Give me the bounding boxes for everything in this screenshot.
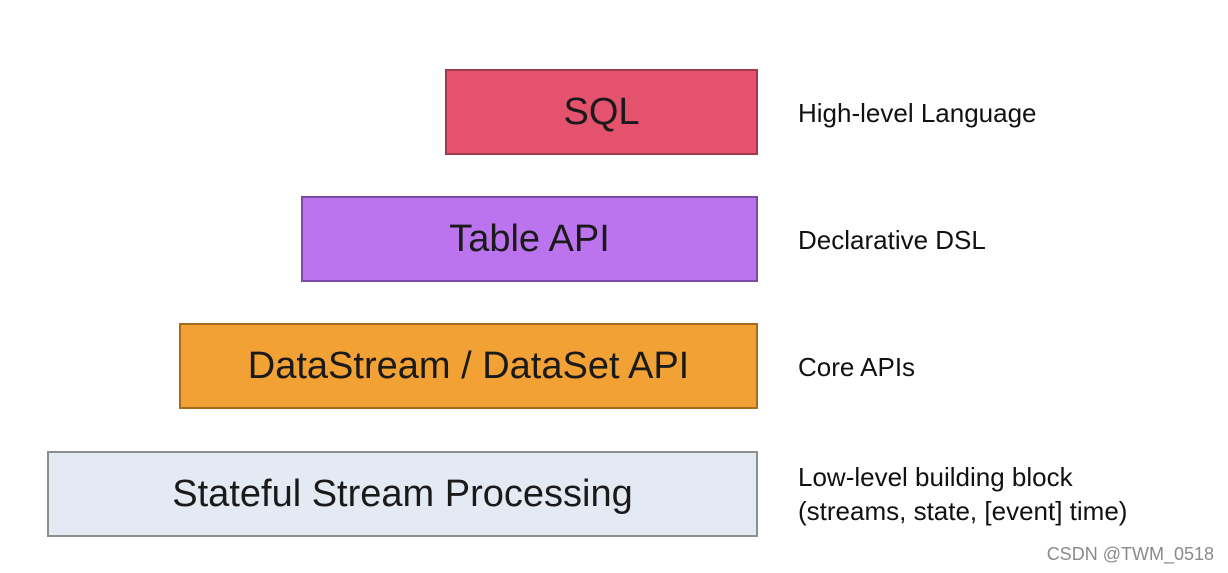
sql-layer-description: High-level Language	[798, 98, 1037, 128]
stateful-processing-layer-box: Stateful Stream Processing	[47, 451, 758, 537]
watermark: CSDN @TWM_0518	[1046, 544, 1214, 564]
sql-layer-box: SQL	[445, 69, 758, 155]
stateful-processing-layer-label: Stateful Stream Processing	[172, 472, 633, 515]
stateful-processing-description-line2: (streams, state, [event] time)	[798, 496, 1128, 526]
table-api-layer-description: Declarative DSL	[798, 225, 986, 255]
table-api-layer-label: Table API	[449, 217, 610, 260]
table-api-layer-box: Table API	[301, 196, 758, 282]
stateful-processing-description-line1: Low-level building block	[798, 462, 1073, 492]
sql-layer-label: SQL	[563, 90, 640, 133]
stateful-processing-layer-description: Low-level building block (streams, state…	[798, 460, 1127, 528]
datastream-layer-label: DataStream / DataSet API	[247, 344, 690, 387]
datastream-layer-box: DataStream / DataSet API	[179, 323, 758, 409]
datastream-layer-description: Core APIs	[798, 352, 916, 382]
